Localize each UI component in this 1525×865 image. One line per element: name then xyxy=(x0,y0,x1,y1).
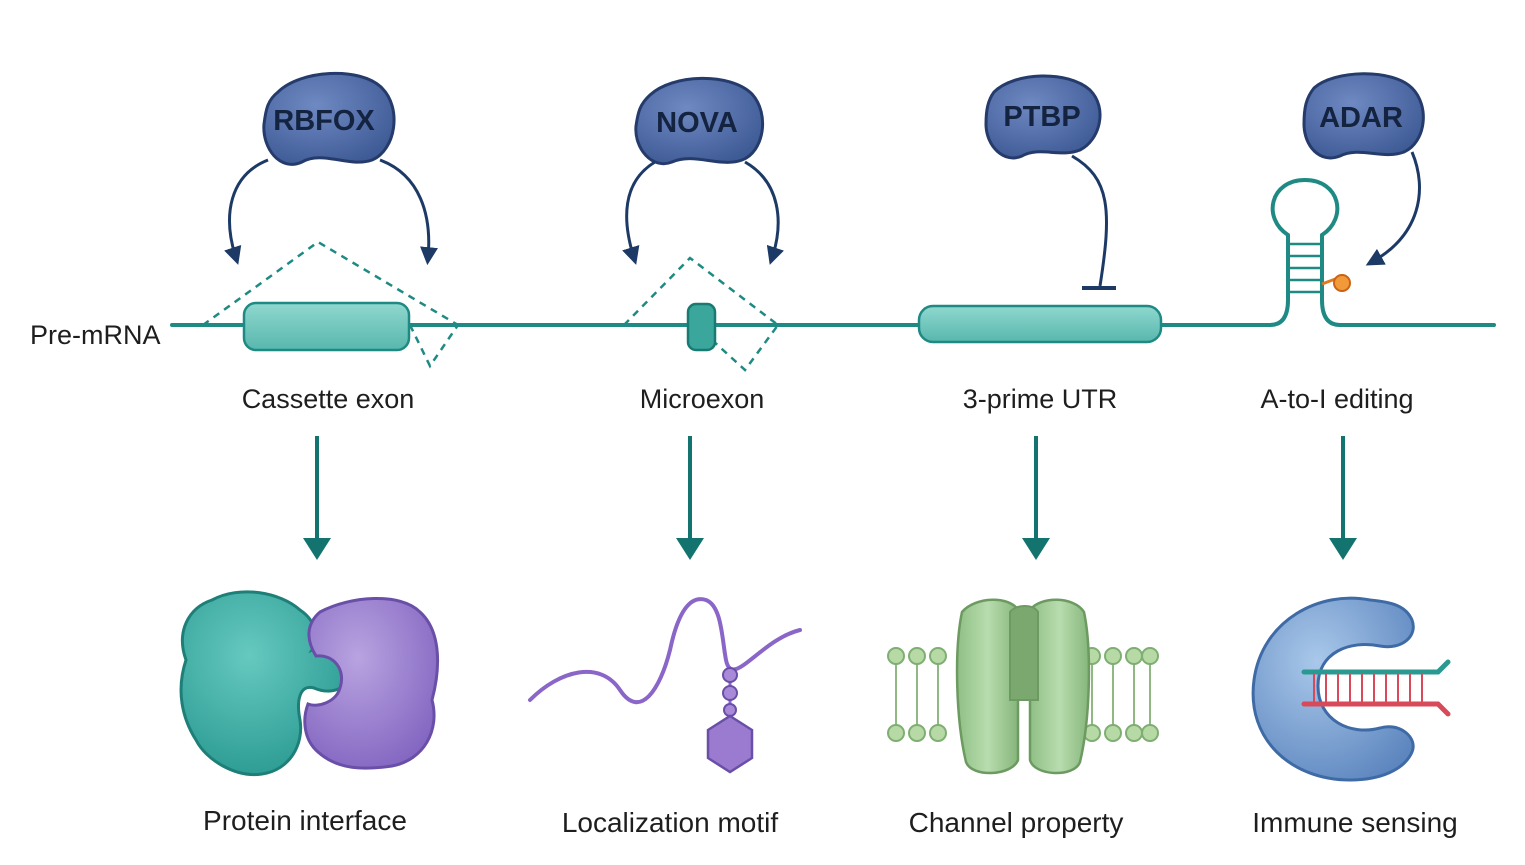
outcome-arrow-4 xyxy=(1329,436,1357,560)
cassette-exon-region xyxy=(202,240,460,369)
adar-arrow xyxy=(1365,151,1421,266)
outcome-arrow-1 xyxy=(303,436,331,560)
edited-adenosine-marker xyxy=(1333,274,1351,292)
microexon-region xyxy=(623,256,780,372)
regulator-adar: ADAR xyxy=(1302,72,1425,160)
regulator-arrows xyxy=(224,151,1421,290)
event-label-cassette-exon: Cassette exon xyxy=(242,384,415,414)
utr-block xyxy=(917,304,1163,344)
inclusion-splice-path xyxy=(202,240,459,327)
outcome-label-immune-sensing: Immune sensing xyxy=(1252,807,1457,838)
event-label-a-to-i-editing: A-to-I editing xyxy=(1260,384,1413,414)
rbfox-arrow-left xyxy=(224,158,269,265)
outcome-label-localization-motif: Localization motif xyxy=(562,807,779,838)
rbfox-arrow-right xyxy=(379,158,438,266)
outcome-label-channel-property: Channel property xyxy=(909,807,1124,838)
outcome-arrows xyxy=(303,436,1357,560)
cassette-exon-block xyxy=(242,301,411,352)
outcome-arrow-2 xyxy=(676,436,704,560)
outcome-label-protein-interface: Protein interface xyxy=(203,805,407,836)
regulator-label-nova: NOVA xyxy=(656,107,738,139)
ion-channel-icon xyxy=(887,598,1159,775)
nova-arrow-left xyxy=(622,160,656,265)
ptbp-inhibit-line xyxy=(1071,154,1108,287)
skipping-splice-path xyxy=(408,324,460,369)
regulator-rbfox: RBFOX xyxy=(262,71,396,166)
regulator-nova: NOVA xyxy=(634,76,765,166)
nova-arrow-right xyxy=(744,160,784,265)
event-label-3-prime-utr: 3-prime UTR xyxy=(963,384,1118,414)
microexon-inclusion-path xyxy=(623,256,779,326)
regulator-label-adar: ADAR xyxy=(1319,102,1403,134)
outcome-arrow-3 xyxy=(1022,436,1050,560)
hairpin-base-pairs xyxy=(1288,242,1322,294)
regulator-label-rbfox: RBFOX xyxy=(273,105,375,137)
microexon-skipping-path xyxy=(711,324,780,372)
regulator-ptbp: PTBP xyxy=(984,74,1102,160)
protein-complex-icon xyxy=(179,590,440,777)
microexon-block xyxy=(686,302,717,352)
peptide-chain-icon xyxy=(528,597,802,774)
event-label-microexon: Microexon xyxy=(640,384,765,414)
regulator-label-ptbp: PTBP xyxy=(1003,101,1080,133)
rna-hairpin xyxy=(1270,177,1351,294)
pre-mrna-label: Pre-mRNA xyxy=(30,320,161,350)
dsrna-sensor-icon xyxy=(1251,596,1451,782)
